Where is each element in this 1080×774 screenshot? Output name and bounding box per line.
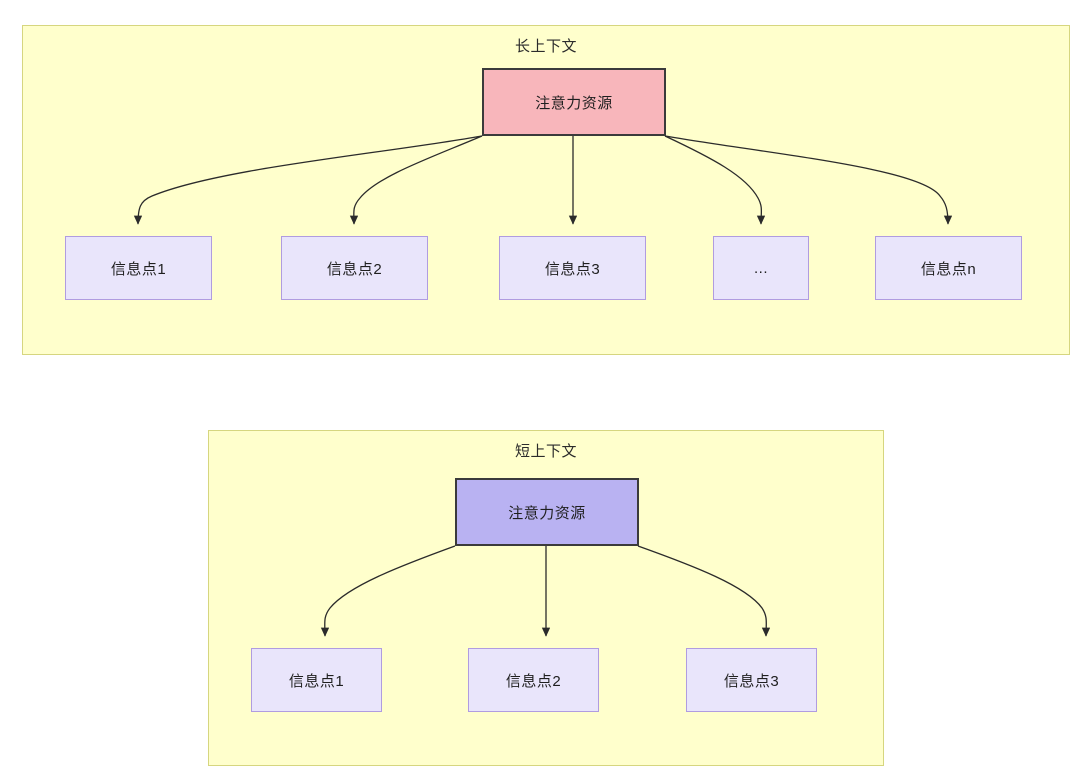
node-info-point-short-1[interactable]: 信息点1 (251, 648, 382, 712)
node-info-point-short-3[interactable]: 信息点3 (686, 648, 817, 712)
node-attention-resource-short[interactable]: 注意力资源 (455, 478, 639, 546)
node-info-point-short-2[interactable]: 信息点2 (468, 648, 599, 712)
group-short-context-title: 短上下文 (514, 443, 577, 460)
node-info-point-long-ellipsis[interactable]: ... (713, 236, 809, 300)
group-long-context-title: 长上下文 (514, 38, 577, 55)
node-info-point-long-2[interactable]: 信息点2 (281, 236, 428, 300)
node-attention-resource-long[interactable]: 注意力资源 (482, 68, 666, 136)
node-info-point-long-n[interactable]: 信息点n (875, 236, 1022, 300)
node-info-point-long-3[interactable]: 信息点3 (499, 236, 646, 300)
node-info-point-long-1[interactable]: 信息点1 (65, 236, 212, 300)
